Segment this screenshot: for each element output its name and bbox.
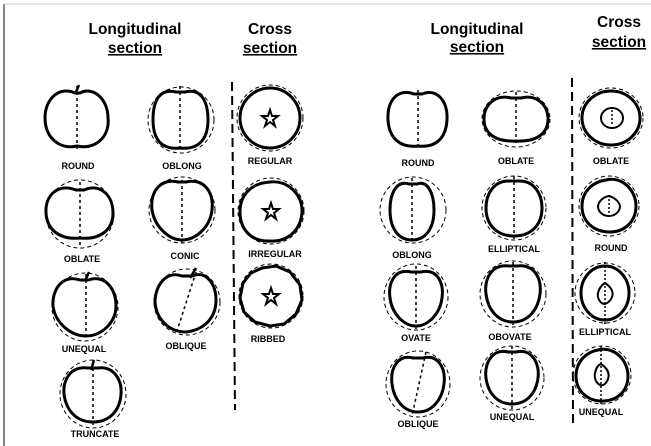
label-b-cross-round: ROUND	[595, 243, 628, 253]
shape-oblong	[148, 86, 214, 153]
label-round: ROUND	[62, 161, 95, 171]
shape-b-obovate	[480, 261, 546, 327]
label-b-oblique: OBLIQUE	[397, 419, 438, 429]
label-b-ovate: OVATE	[401, 333, 431, 343]
label-oblate: OBLATE	[64, 254, 100, 264]
cross-b-oblate	[579, 88, 643, 148]
label-oblong: OBLONG	[162, 161, 202, 171]
label-unequal: UNEQUAL	[62, 344, 107, 354]
panel-a-divider	[232, 82, 235, 410]
shape-b-round	[388, 90, 447, 150]
panel-a-longitudinal-title: Longitudinal	[89, 21, 182, 38]
cross-b-elliptical	[575, 262, 635, 324]
panel-b-longitudinal-title: Longitudinal	[431, 21, 524, 38]
shape-truncate	[60, 360, 126, 428]
label-b-obovate: OBOVATE	[488, 332, 531, 342]
shape-round	[45, 85, 108, 152]
panel-b: Longitudinal section Cross section ROUND…	[380, 14, 646, 429]
shape-unequal	[52, 272, 118, 341]
cross-regular	[237, 85, 303, 151]
panel-a-longitudinal-subtitle: section	[108, 40, 162, 57]
shape-b-unequal	[480, 346, 544, 410]
label-b-oblong: OBLONG	[392, 250, 432, 260]
label-b-oblate: OBLATE	[498, 156, 534, 166]
label-b-round: ROUND	[402, 158, 435, 168]
label-regular: REGULAR	[248, 156, 293, 166]
shape-b-oblong	[380, 177, 446, 244]
panel-a-cross-title: Cross	[248, 21, 292, 38]
label-ribbed: RIBBED	[251, 334, 286, 344]
shape-conic	[149, 177, 215, 244]
panel-a: Longitudinal section Cross section ROUND…	[45, 21, 304, 439]
shape-b-ovate	[384, 264, 448, 330]
cross-b-round	[579, 176, 639, 236]
label-b-unequal: UNEQUAL	[490, 412, 535, 422]
panel-b-cross-title: Cross	[597, 14, 641, 31]
label-irregular: IRREGULAR	[248, 249, 302, 259]
label-truncate: TRUNCATE	[71, 429, 120, 439]
panel-b-cross-subtitle: section	[592, 34, 646, 51]
label-b-cross-oblate: OBLATE	[593, 156, 629, 166]
label-b-elliptical: ELLIPTICAL	[488, 244, 540, 254]
shape-b-oblique	[386, 351, 450, 417]
panel-a-cross-subtitle: section	[243, 40, 297, 57]
label-b-cross-elliptical: ELLIPTICAL	[579, 327, 631, 337]
cross-ribbed	[239, 264, 303, 328]
shape-b-oblate	[482, 91, 550, 147]
label-b-cross-unequal: UNEQUAL	[579, 407, 624, 417]
panel-b-longitudinal-subtitle: section	[450, 39, 504, 56]
label-oblique: OBLIQUE	[165, 341, 206, 351]
cross-irregular	[238, 178, 304, 244]
shape-b-elliptical	[482, 176, 546, 240]
cross-b-unequal	[573, 346, 631, 404]
shape-oblique	[154, 268, 220, 335]
label-conic: CONIC	[171, 251, 201, 261]
shape-oblate	[46, 180, 114, 248]
